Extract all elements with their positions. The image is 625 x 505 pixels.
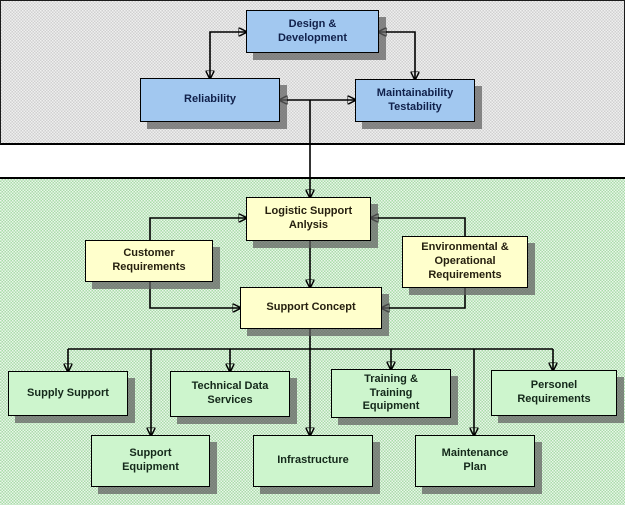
connector-reliability-design	[210, 32, 246, 78]
connector-customer-lsa	[149, 218, 246, 240]
node-supply-support: Supply Support	[8, 371, 128, 416]
node-customer-requirements: Customer Requirements	[85, 240, 213, 282]
node-personel-requirements: Personel Requirements	[491, 370, 617, 416]
node-reliability: Reliability	[140, 78, 280, 122]
node-support-equipment: Support Equipment	[91, 435, 210, 487]
connector-environmental-supportconcept	[382, 288, 466, 308]
connector-environmental-lsa	[371, 218, 466, 236]
node-design-development: Design & Development	[246, 10, 379, 53]
node-infrastructure: Infrastructure	[253, 435, 373, 487]
node-technical-data-services: Technical Data Services	[170, 371, 290, 417]
node-maintenance-plan: Maintenance Plan	[415, 435, 535, 487]
connector-design-maintainability	[379, 32, 415, 79]
node-environmental-operational-requirements: Environmental & Operational Requirements	[402, 236, 528, 288]
node-maintainability-testability: Maintainability Testability	[355, 79, 475, 122]
node-logistic-support-analysis: Logistic Support Anlysis	[246, 197, 371, 241]
connector-customer-supportconcept	[149, 282, 240, 308]
node-support-concept: Support Concept	[240, 287, 382, 329]
node-training-training-equipment: Training & Training Equipment	[331, 369, 451, 418]
